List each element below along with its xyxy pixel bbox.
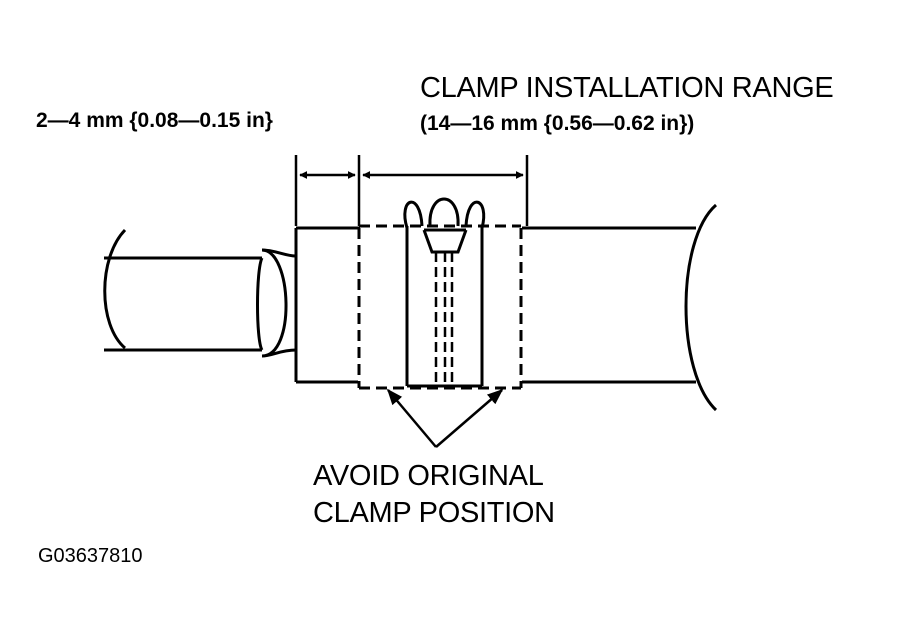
- left-pipe: [103, 228, 297, 358]
- avoid-label-line2: CLAMP POSITION: [313, 497, 555, 529]
- original-clamp-outline: [357, 224, 523, 390]
- installation-range-value: (14—16 mm {0.56—0.62 in}): [420, 112, 695, 135]
- hose: [294, 203, 718, 412]
- figure-code: G03637810: [38, 545, 143, 567]
- pointer-arrows: [386, 388, 504, 448]
- avoid-label-line1: AVOID ORIGINAL: [313, 460, 544, 492]
- dimension-lines: [294, 155, 529, 226]
- clamp: [403, 197, 486, 388]
- installation-range-title: CLAMP INSTALLATION RANGE: [420, 72, 834, 104]
- gap-dimension-label: 2—4 mm {0.08—0.15 in}: [36, 109, 273, 132]
